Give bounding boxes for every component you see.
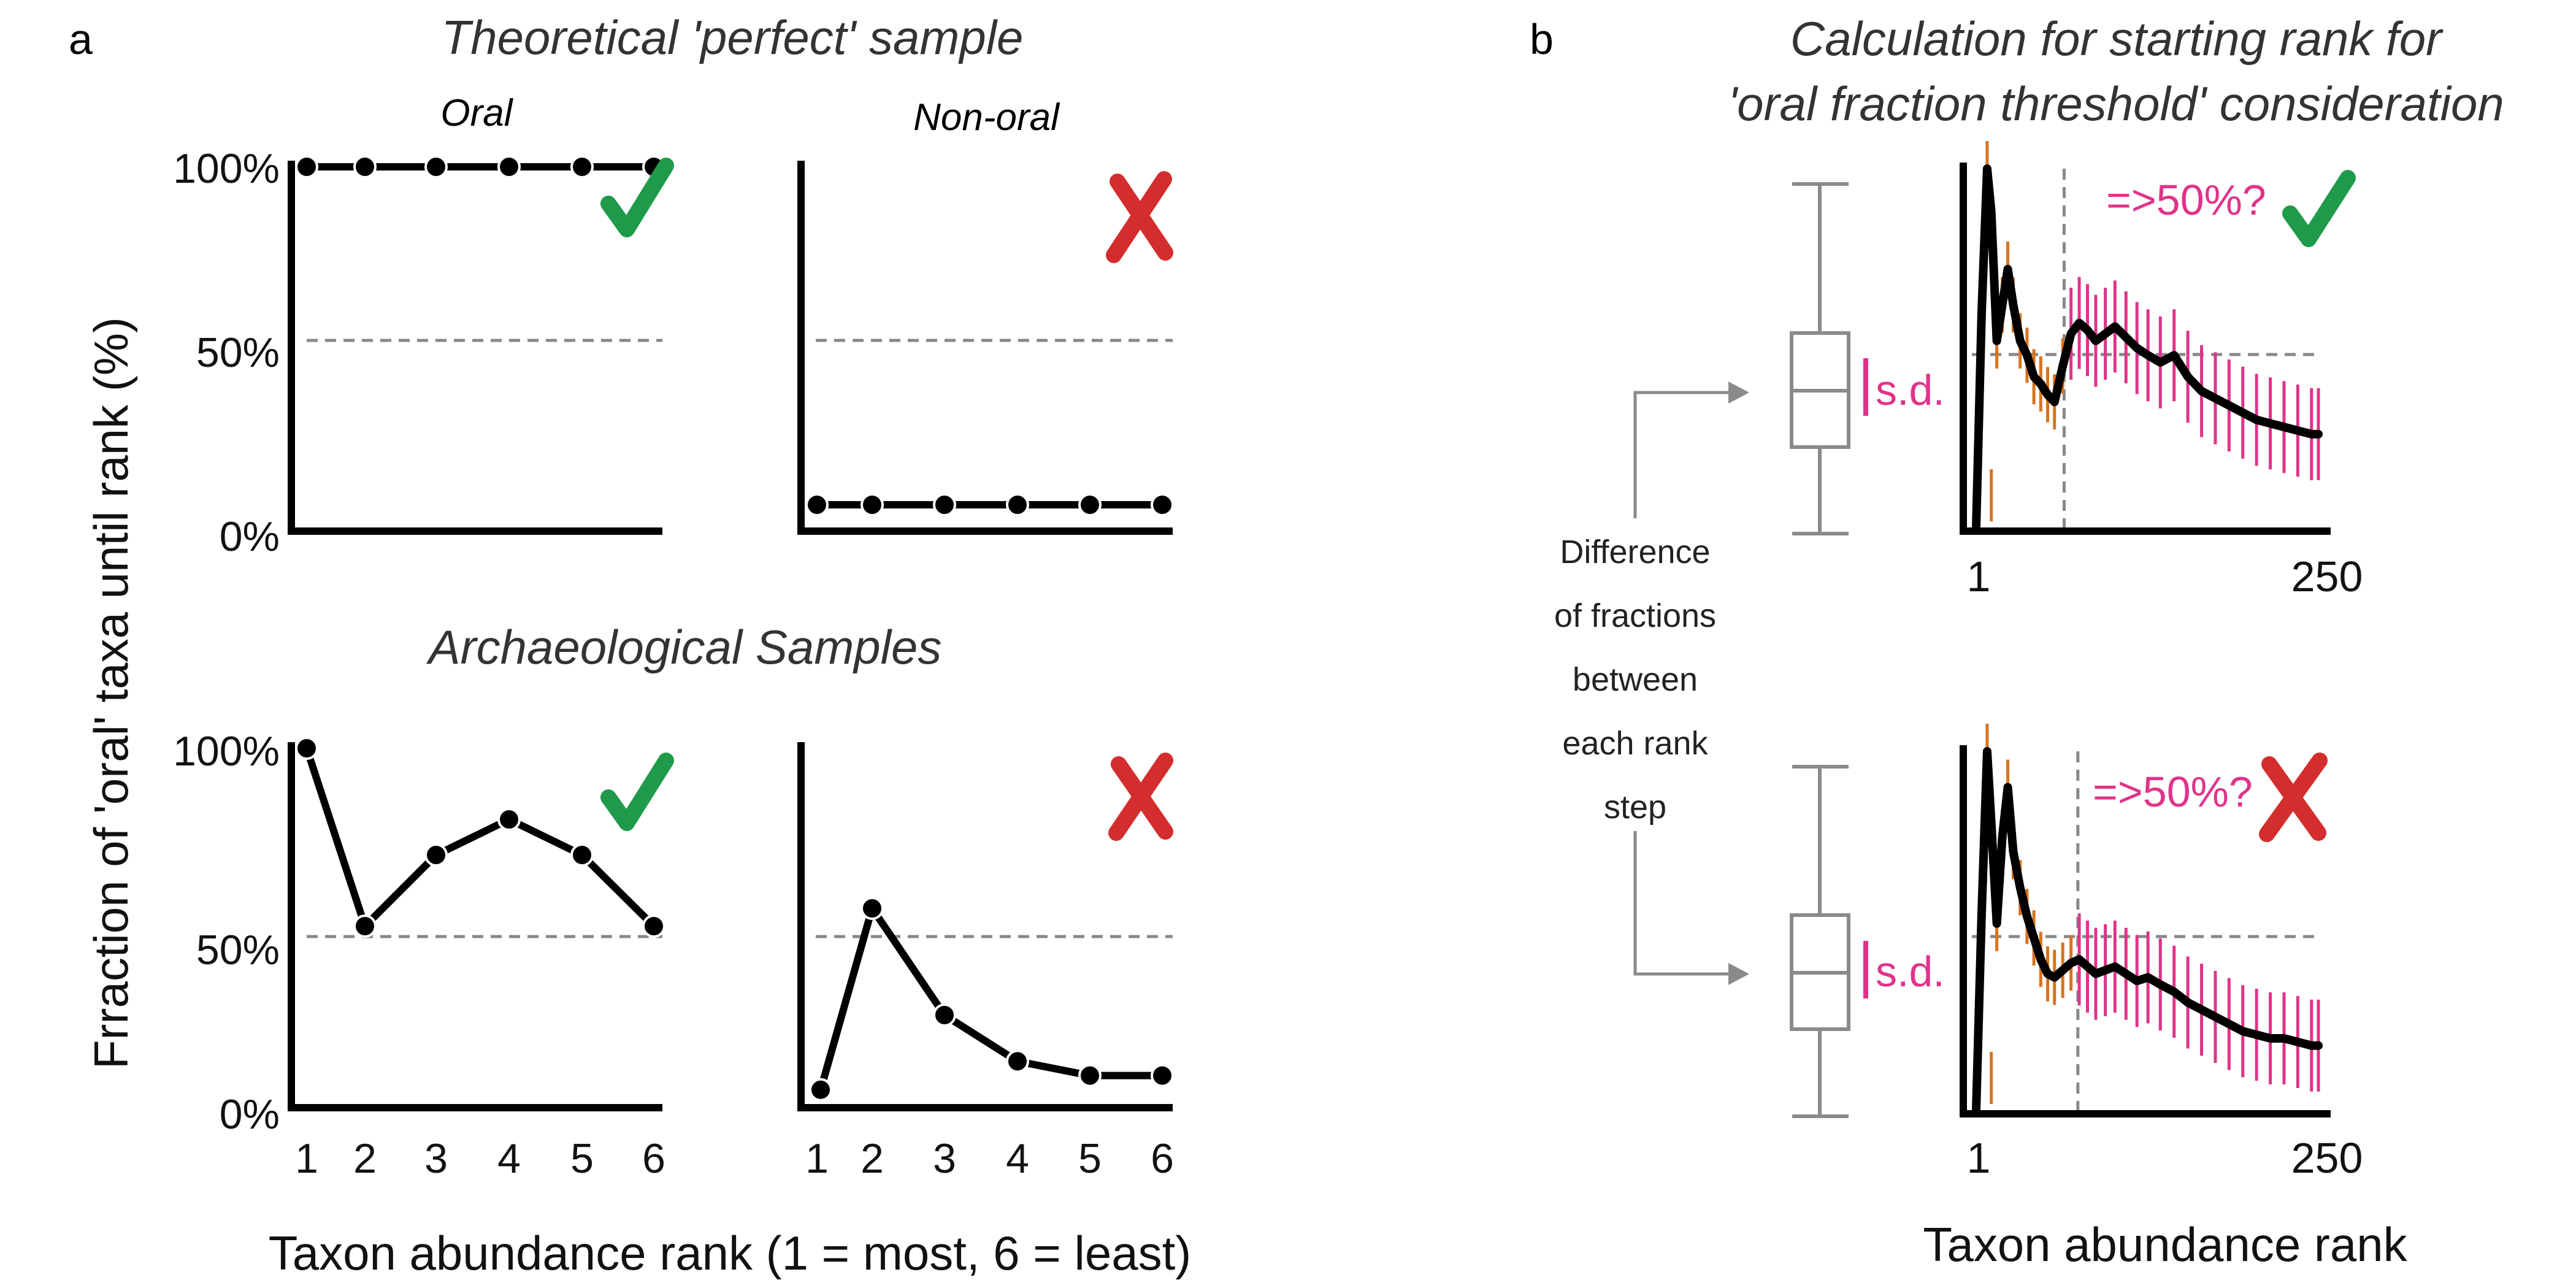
plot-a-top-nonoral bbox=[797, 161, 1174, 535]
difference-label-line: between bbox=[1573, 661, 1698, 698]
series-line bbox=[303, 747, 657, 930]
sd-label: s.d. bbox=[1876, 366, 1945, 414]
y-tick-0-top: 0% bbox=[220, 513, 280, 560]
data-point bbox=[642, 914, 665, 938]
y-tick-0-bottom: 0% bbox=[220, 1091, 280, 1138]
panel-b-letter: b bbox=[1530, 15, 1554, 63]
cross-mark-icon bbox=[2259, 753, 2328, 842]
data-point bbox=[809, 1078, 832, 1102]
panel-a-nonoral-column-label: Non-oral bbox=[913, 96, 1060, 139]
panel-a-top-title: Theoretical 'perfect' sample bbox=[442, 10, 1024, 64]
check-mark-icon bbox=[2282, 170, 2356, 247]
y-tick-100-bottom: 100% bbox=[173, 728, 280, 775]
plot-a-top-oral bbox=[288, 155, 665, 535]
data-point bbox=[570, 843, 594, 867]
series-line bbox=[817, 905, 1162, 1091]
panel-a-x-axis-label: Taxon abundance rank (1 = most, 6 = leas… bbox=[269, 1226, 1192, 1280]
x-tick-label: 2 bbox=[353, 1135, 377, 1182]
data-point bbox=[933, 1003, 956, 1027]
panel-a-oral-column-label: Oral bbox=[440, 92, 513, 134]
x-tick-label: 6 bbox=[1151, 1135, 1174, 1182]
data-point bbox=[1078, 1064, 1102, 1087]
plot-b-top bbox=[1960, 141, 2331, 535]
sd-label: s.d. bbox=[1876, 948, 1945, 995]
panel-a-letter: a bbox=[69, 15, 93, 63]
data-point bbox=[1006, 1049, 1029, 1073]
x-tick-label: 3 bbox=[933, 1135, 956, 1182]
check-mark-icon bbox=[600, 158, 674, 237]
x-tick-label: 5 bbox=[570, 1135, 594, 1182]
plot-a-bottom-nonoral bbox=[797, 742, 1174, 1111]
data-point bbox=[295, 155, 318, 178]
x-tick-label: 2 bbox=[861, 1135, 884, 1182]
plot-a-bottom-oral bbox=[288, 737, 665, 1111]
y-tick-50-bottom: 50% bbox=[196, 927, 280, 973]
x-ticks-bottom-oral: 1 2 3 4 5 6 bbox=[295, 1135, 665, 1182]
data-point bbox=[353, 155, 377, 178]
data-point bbox=[497, 808, 521, 831]
data-point bbox=[295, 737, 318, 760]
x-tick-label: 4 bbox=[497, 1135, 521, 1182]
data-point bbox=[353, 914, 377, 938]
y-tick-50-top: 50% bbox=[196, 329, 280, 376]
difference-label: Difference of fractions between each ran… bbox=[1554, 534, 1716, 826]
right-arrow-icon bbox=[1633, 831, 1749, 985]
data-point bbox=[424, 843, 448, 867]
right-arrow-icon bbox=[1633, 381, 1749, 518]
panel-a-bottom-title: Archaeological Samples bbox=[426, 620, 942, 674]
x-tick-label: 4 bbox=[1006, 1135, 1029, 1182]
data-point bbox=[1151, 1064, 1174, 1087]
threshold-question-top: =>50%? bbox=[2106, 176, 2266, 224]
data-point bbox=[861, 493, 884, 517]
check-mark-icon bbox=[600, 753, 674, 831]
x-tick-label: 5 bbox=[1078, 1135, 1102, 1182]
panel-b-title-line2: 'oral fraction threshold' consideration bbox=[1728, 77, 2504, 131]
x-tick-label: 6 bbox=[642, 1135, 665, 1182]
data-point bbox=[861, 897, 884, 920]
x-tick-label: 3 bbox=[424, 1135, 448, 1182]
x-tick-250-bottom: 250 bbox=[2291, 1134, 2363, 1182]
x-ticks-bottom-nonoral: 1 2 3 4 5 6 bbox=[805, 1135, 1174, 1182]
difference-label-line: step bbox=[1604, 789, 1666, 826]
panel-a-y-axis-label: Frraction of 'oral' taxa until rank (%) bbox=[84, 317, 138, 1069]
x-tick-1-bottom: 1 bbox=[1967, 1134, 1991, 1182]
boxplot-bottom bbox=[1790, 765, 1850, 1118]
plot-b-bottom bbox=[1960, 724, 2331, 1117]
y-tick-100-top: 100% bbox=[173, 145, 280, 192]
series-line bbox=[1972, 164, 2323, 532]
boxplot-top bbox=[1790, 182, 1850, 535]
difference-label-line: Difference bbox=[1560, 534, 1710, 570]
difference-label-line: each rank bbox=[1562, 725, 1708, 762]
data-point bbox=[933, 493, 956, 517]
data-point bbox=[497, 155, 521, 178]
data-point bbox=[424, 155, 448, 178]
threshold-question-bottom: =>50%? bbox=[2093, 768, 2253, 816]
data-point bbox=[1006, 493, 1029, 517]
series-line bbox=[1972, 747, 2323, 1114]
data-point bbox=[805, 493, 829, 517]
x-tick-label: 1 bbox=[805, 1135, 829, 1182]
panel-b-title-line1: Calculation for starting rank for bbox=[1790, 12, 2444, 66]
data-point bbox=[1078, 493, 1102, 517]
cross-mark-icon bbox=[1108, 753, 1173, 841]
data-point bbox=[570, 155, 594, 178]
x-tick-label: 1 bbox=[295, 1135, 318, 1182]
panel-b-x-axis-label: Taxon abundance rank bbox=[1923, 1217, 2407, 1271]
cross-mark-icon bbox=[1106, 171, 1173, 263]
x-tick-1-top: 1 bbox=[1967, 553, 1991, 600]
data-point bbox=[1151, 493, 1174, 517]
difference-label-line: of fractions bbox=[1554, 597, 1716, 634]
x-tick-250-top: 250 bbox=[2291, 553, 2363, 600]
